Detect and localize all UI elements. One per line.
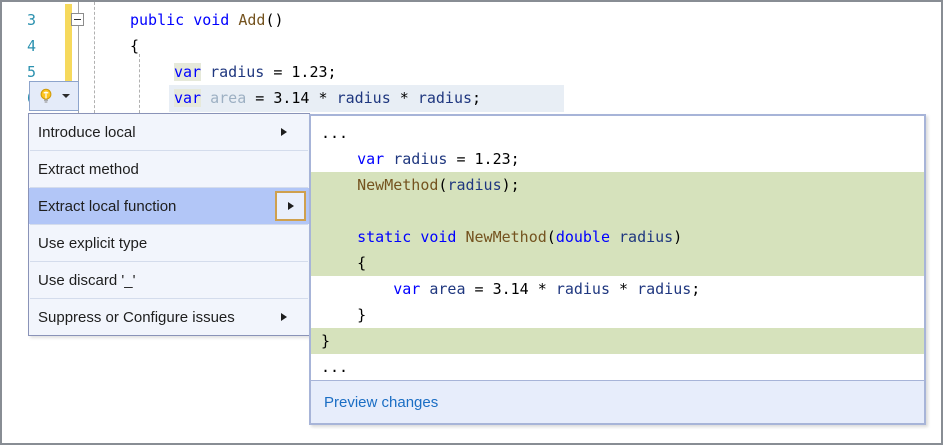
menu-item-introduce-local[interactable]: Introduce local	[29, 114, 309, 150]
menu-item-use-discard[interactable]: Use discard '_'	[29, 262, 309, 298]
submenu-arrow-icon	[281, 313, 287, 321]
preview-code-line-added: static void NewMethod(double radius)	[311, 224, 924, 250]
menu-item-label: Extract local function	[38, 197, 177, 215]
submenu-arrow-icon	[281, 128, 287, 136]
preview-code-area: ... var radius = 1.23; NewMethod(radius)…	[311, 116, 924, 380]
menu-separator	[30, 150, 308, 151]
preview-code-line-added: NewMethod(radius);	[311, 172, 924, 198]
code-line: var radius = 1.23;	[174, 63, 337, 81]
indent-guide	[94, 2, 95, 113]
code-line: public void Add()	[130, 11, 284, 29]
selected-line-highlight	[169, 85, 564, 112]
menu-separator	[30, 298, 308, 299]
preview-footer: Preview changes	[311, 380, 924, 423]
preview-code-line-added: }	[311, 328, 924, 354]
quick-actions-lightbulb-button[interactable]	[29, 81, 79, 111]
preview-code-line: var area = 3.14 * radius * radius;	[393, 280, 701, 298]
preview-changes-link[interactable]: Preview changes	[324, 393, 439, 411]
quick-actions-menu: Introduce local Extract method Extract l…	[28, 113, 310, 336]
preview-code-line: ...	[321, 124, 349, 142]
menu-item-suppress-or-configure[interactable]: Suppress or Configure issues	[29, 299, 309, 335]
menu-item-label: Suppress or Configure issues	[38, 308, 235, 326]
line-number: 5	[26, 63, 36, 81]
menu-item-label: Extract method	[38, 160, 139, 178]
preview-code-line: ...	[321, 358, 349, 376]
preview-code-line-added	[311, 198, 924, 224]
menu-separator	[30, 261, 308, 262]
menu-item-extract-method[interactable]: Extract method	[29, 151, 309, 187]
menu-item-label: Use explicit type	[38, 234, 148, 252]
collapse-minus-icon[interactable]	[71, 13, 84, 26]
lightbulb-icon	[40, 88, 52, 103]
preview-code-line: var radius = 1.23;	[357, 150, 520, 168]
line-number: 3	[26, 11, 36, 29]
chevron-down-icon	[62, 94, 70, 98]
submenu-arrow-icon	[287, 202, 294, 210]
menu-item-extract-local-function[interactable]: Extract local function	[29, 188, 309, 224]
menu-item-use-explicit-type[interactable]: Use explicit type	[29, 225, 309, 261]
menu-item-label: Use discard '_'	[38, 271, 136, 289]
menu-separator	[30, 187, 308, 188]
outlining-margin-line	[78, 2, 79, 113]
code-line: var area = 3.14 * radius * radius;	[174, 89, 482, 107]
preview-code-line-added: {	[311, 250, 924, 276]
indent-guide	[139, 54, 140, 113]
code-line: {	[130, 37, 140, 55]
line-number: 4	[26, 37, 36, 55]
submenu-arrow-button[interactable]	[275, 191, 306, 221]
menu-separator	[30, 224, 308, 225]
menu-item-label: Introduce local	[38, 123, 136, 141]
preview-code-line: }	[321, 306, 367, 324]
refactoring-preview-panel: ... var radius = 1.23; NewMethod(radius)…	[309, 114, 926, 425]
track-changes-bar	[65, 4, 72, 81]
